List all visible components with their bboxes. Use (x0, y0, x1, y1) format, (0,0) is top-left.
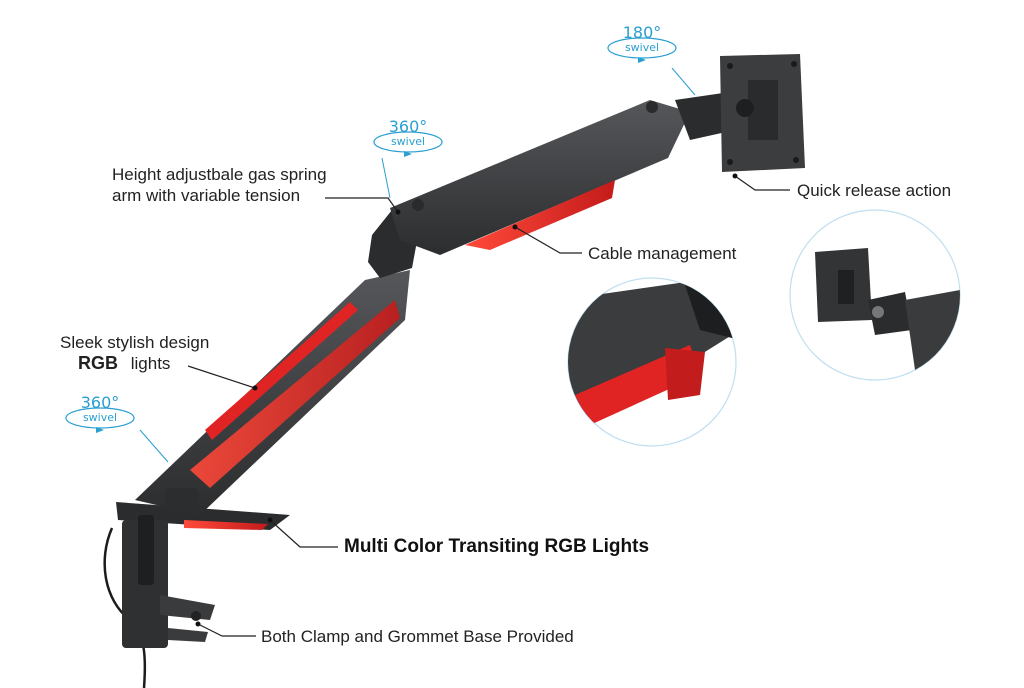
callout-gas-spring: Height adjustbale gas spring arm with va… (112, 164, 327, 206)
clamp-base (116, 502, 290, 648)
swivel-badge-middle: 360° swivel (378, 118, 438, 148)
callout-multi-color-rgb: Multi Color Transiting RGB Lights (344, 536, 650, 557)
rgb-emphasis: RGB (78, 353, 118, 373)
callout-text: arm with variable tension (112, 186, 301, 205)
vesa-mount (675, 54, 805, 172)
swivel-degrees: 360° (388, 117, 428, 136)
callout-sleek-design: Sleek stylish design RGB lights (60, 332, 209, 374)
detail-cable-management (567, 277, 737, 447)
swivel-pointers (139, 67, 696, 463)
swivel-word: swivel (390, 135, 426, 148)
callout-text: Sleek stylish design (60, 333, 210, 352)
callout-rgb-line: RGB lights (60, 353, 209, 374)
lower-arm (135, 270, 410, 515)
swivel-badge-lower: 360° swivel (70, 394, 130, 424)
swivel-badge-top: 180° swivel (612, 24, 672, 54)
callout-text: Height adjustbale gas spring (112, 165, 327, 184)
leader-dots (195, 173, 738, 627)
callout-clamp-grommet: Both Clamp and Grommet Base Provided (261, 627, 574, 646)
leader-lines (187, 175, 790, 637)
upper-arm (390, 100, 690, 255)
swivel-word: swivel (82, 411, 118, 424)
swivel-degrees: 360° (80, 393, 120, 412)
swivel-arrows (96, 57, 646, 433)
callout-text: lights (130, 354, 171, 373)
callout-cable-management: Cable management (588, 244, 737, 263)
callout-quick-release: Quick release action (797, 181, 952, 200)
detail-quick-release (789, 209, 961, 381)
swivel-degrees: 180° (622, 23, 662, 42)
swivel-rings (65, 37, 677, 429)
swivel-word: swivel (624, 41, 660, 54)
